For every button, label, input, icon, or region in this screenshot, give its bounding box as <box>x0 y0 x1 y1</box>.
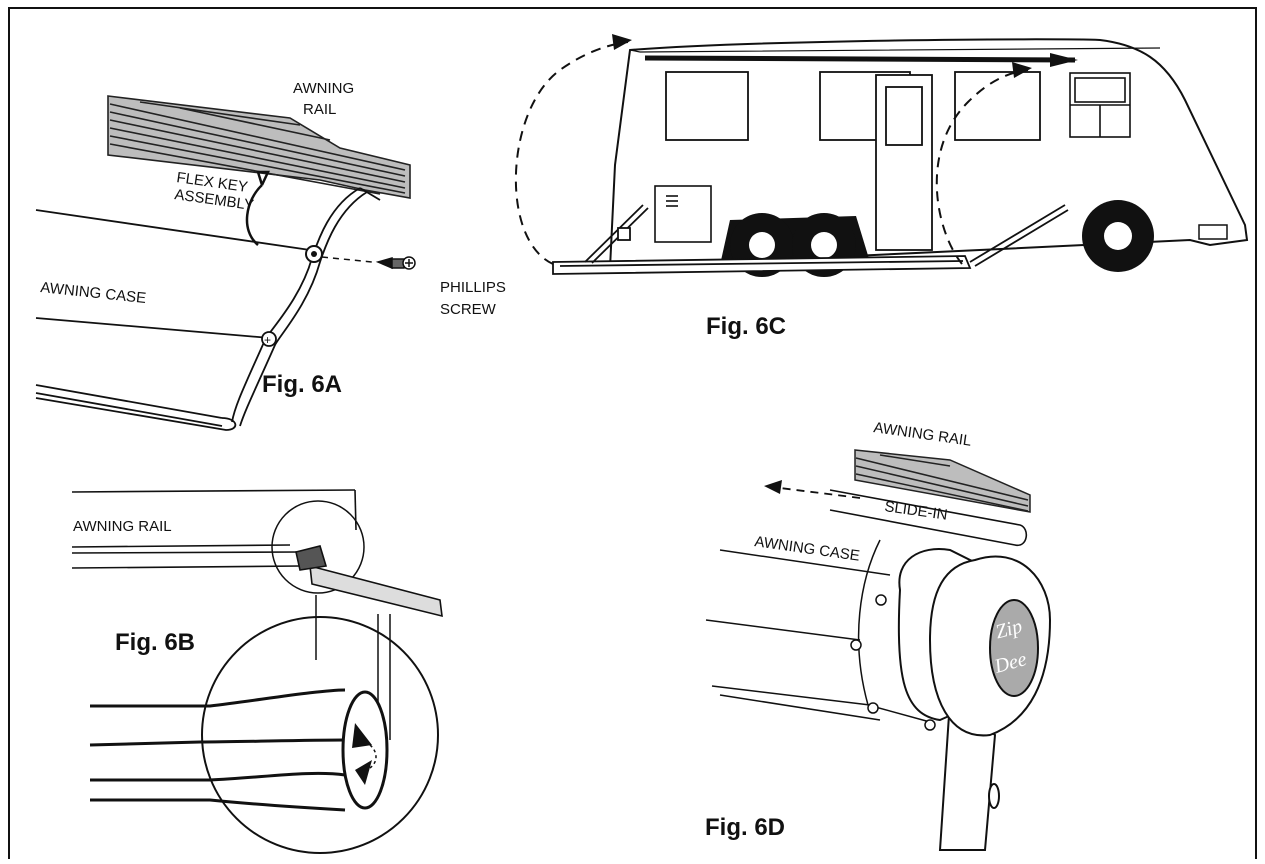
rv-window-4 <box>1069 72 1131 138</box>
label-phillips-1: PHILLIPS <box>440 279 506 296</box>
svg-text:+: + <box>264 333 271 347</box>
magnifier-large <box>201 616 439 854</box>
rail-detail <box>89 688 389 812</box>
caption-fig-6a: Fig. 6A <box>262 371 342 398</box>
label-awning-case-6a: AWNING CASE <box>40 279 147 307</box>
label-phillips-2: SCREW <box>440 301 497 318</box>
figure-6b: AWNING RAIL Fig. 6B <box>71 489 443 854</box>
case-screw-head <box>261 331 277 347</box>
rv-awning-case <box>552 204 1069 275</box>
roof-rail-arrow <box>644 55 1076 63</box>
figure-6c: Fig. 6C <box>514 34 1249 340</box>
rv-compartment <box>654 185 712 243</box>
magnifier-small <box>271 500 365 594</box>
wrench-tool <box>897 548 1052 851</box>
diagram-border <box>8 7 1257 864</box>
caption-fig-6d: Fig. 6D <box>705 814 785 841</box>
label-slide-in: SLIDE-IN <box>883 498 948 524</box>
caption-fig-6c: Fig. 6C <box>706 313 786 340</box>
label-awning-rail-6a-1: AWNING <box>293 80 354 97</box>
caption-fig-6b: Fig. 6B <box>115 629 195 656</box>
rv-window-3 <box>954 71 1041 141</box>
rv-door <box>875 74 933 251</box>
phillips-screw <box>375 256 416 270</box>
awning-rail-6d <box>854 449 1031 513</box>
dashed-arrow-left <box>514 41 629 265</box>
rv-window-1 <box>665 71 749 141</box>
label-awning-case-6d: AWNING CASE <box>753 533 860 565</box>
awning-case-6a <box>35 187 381 431</box>
label-awning-rail-6b: AWNING RAIL <box>73 518 172 535</box>
slide-in-arrow <box>771 486 861 499</box>
figure-6d: Zip Dee AWNING RAIL SLIDE-IN AWNING CASE… <box>705 419 1052 851</box>
screw-guide-dashed <box>321 256 373 263</box>
dashed-arrow-right <box>935 69 1029 265</box>
label-awning-rail-6a-2: RAIL <box>303 101 336 118</box>
screwdriver <box>295 545 443 618</box>
figure-6a: + AWNING RAIL FLEX KEY ASSEMBLY AWNING C… <box>35 80 506 431</box>
label-awning-rail-6d: AWNING RAIL <box>872 419 972 450</box>
flex-key-curve <box>245 170 270 246</box>
awning-rail-6a <box>107 95 411 199</box>
awning-rail-6b <box>71 489 357 569</box>
awning-case-6d <box>705 539 931 723</box>
